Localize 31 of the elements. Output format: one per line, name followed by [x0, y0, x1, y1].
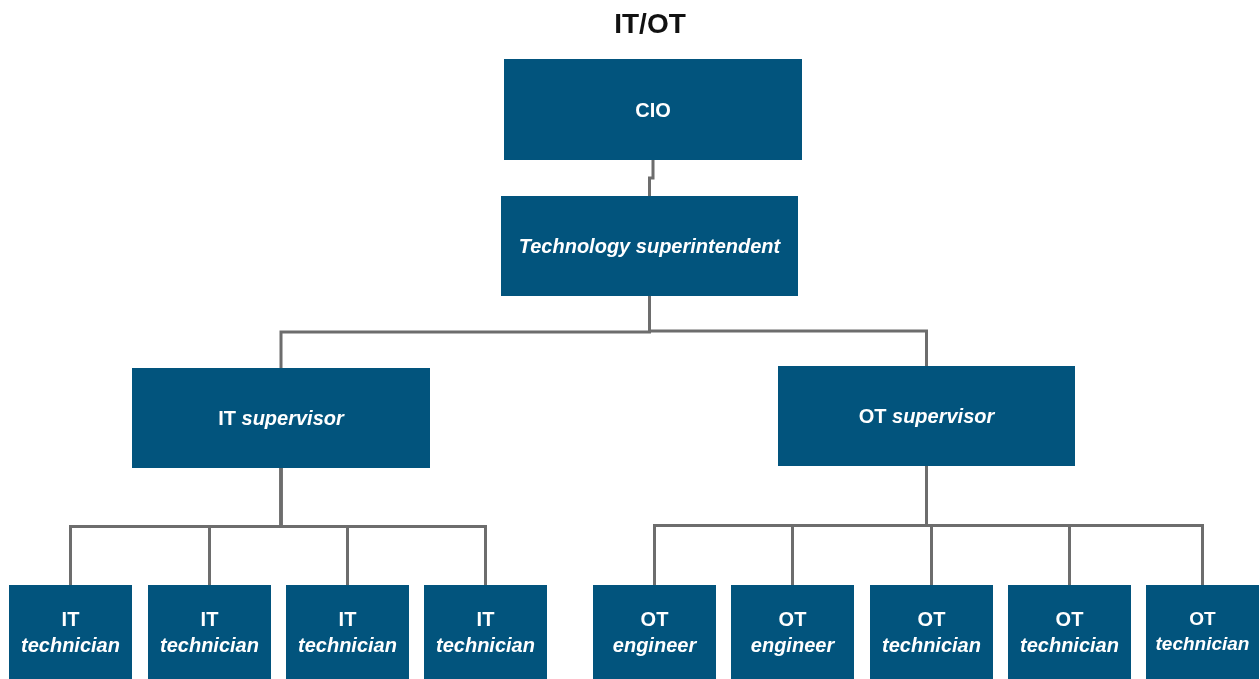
org-box [424, 585, 547, 679]
role-label: OT engineer [611, 607, 698, 658]
org-box [1146, 585, 1259, 679]
connector-line [648, 296, 928, 366]
org-box [501, 196, 798, 296]
role-label: IT technician [297, 607, 398, 658]
org-box [504, 59, 802, 160]
role-label: IT technician [435, 607, 536, 658]
role-label: IT supervisor [218, 406, 344, 431]
role-label: IT technician [159, 607, 260, 658]
role-label: Technology superintendent [518, 234, 781, 259]
org-box [132, 368, 430, 468]
role-label: OT technician [1154, 607, 1251, 656]
role-label: OT engineer [749, 607, 836, 658]
diagram-title: IT/OT [613, 8, 687, 40]
org-box [286, 585, 409, 679]
org-box [593, 585, 716, 679]
connector-line [925, 466, 1204, 585]
org-box [870, 585, 993, 679]
org-box [148, 585, 271, 679]
org-box [778, 366, 1075, 466]
org-box [1008, 585, 1131, 679]
role-label: IT technician [20, 607, 121, 658]
role-label: OT supervisor [858, 404, 995, 429]
role-label: OT technician [1019, 607, 1120, 658]
org-box [731, 585, 854, 679]
connector-line [279, 468, 487, 585]
connector-line [648, 160, 655, 196]
role-label: OT technician [881, 607, 982, 658]
role-label: CIO [635, 97, 671, 123]
org-box [9, 585, 132, 679]
